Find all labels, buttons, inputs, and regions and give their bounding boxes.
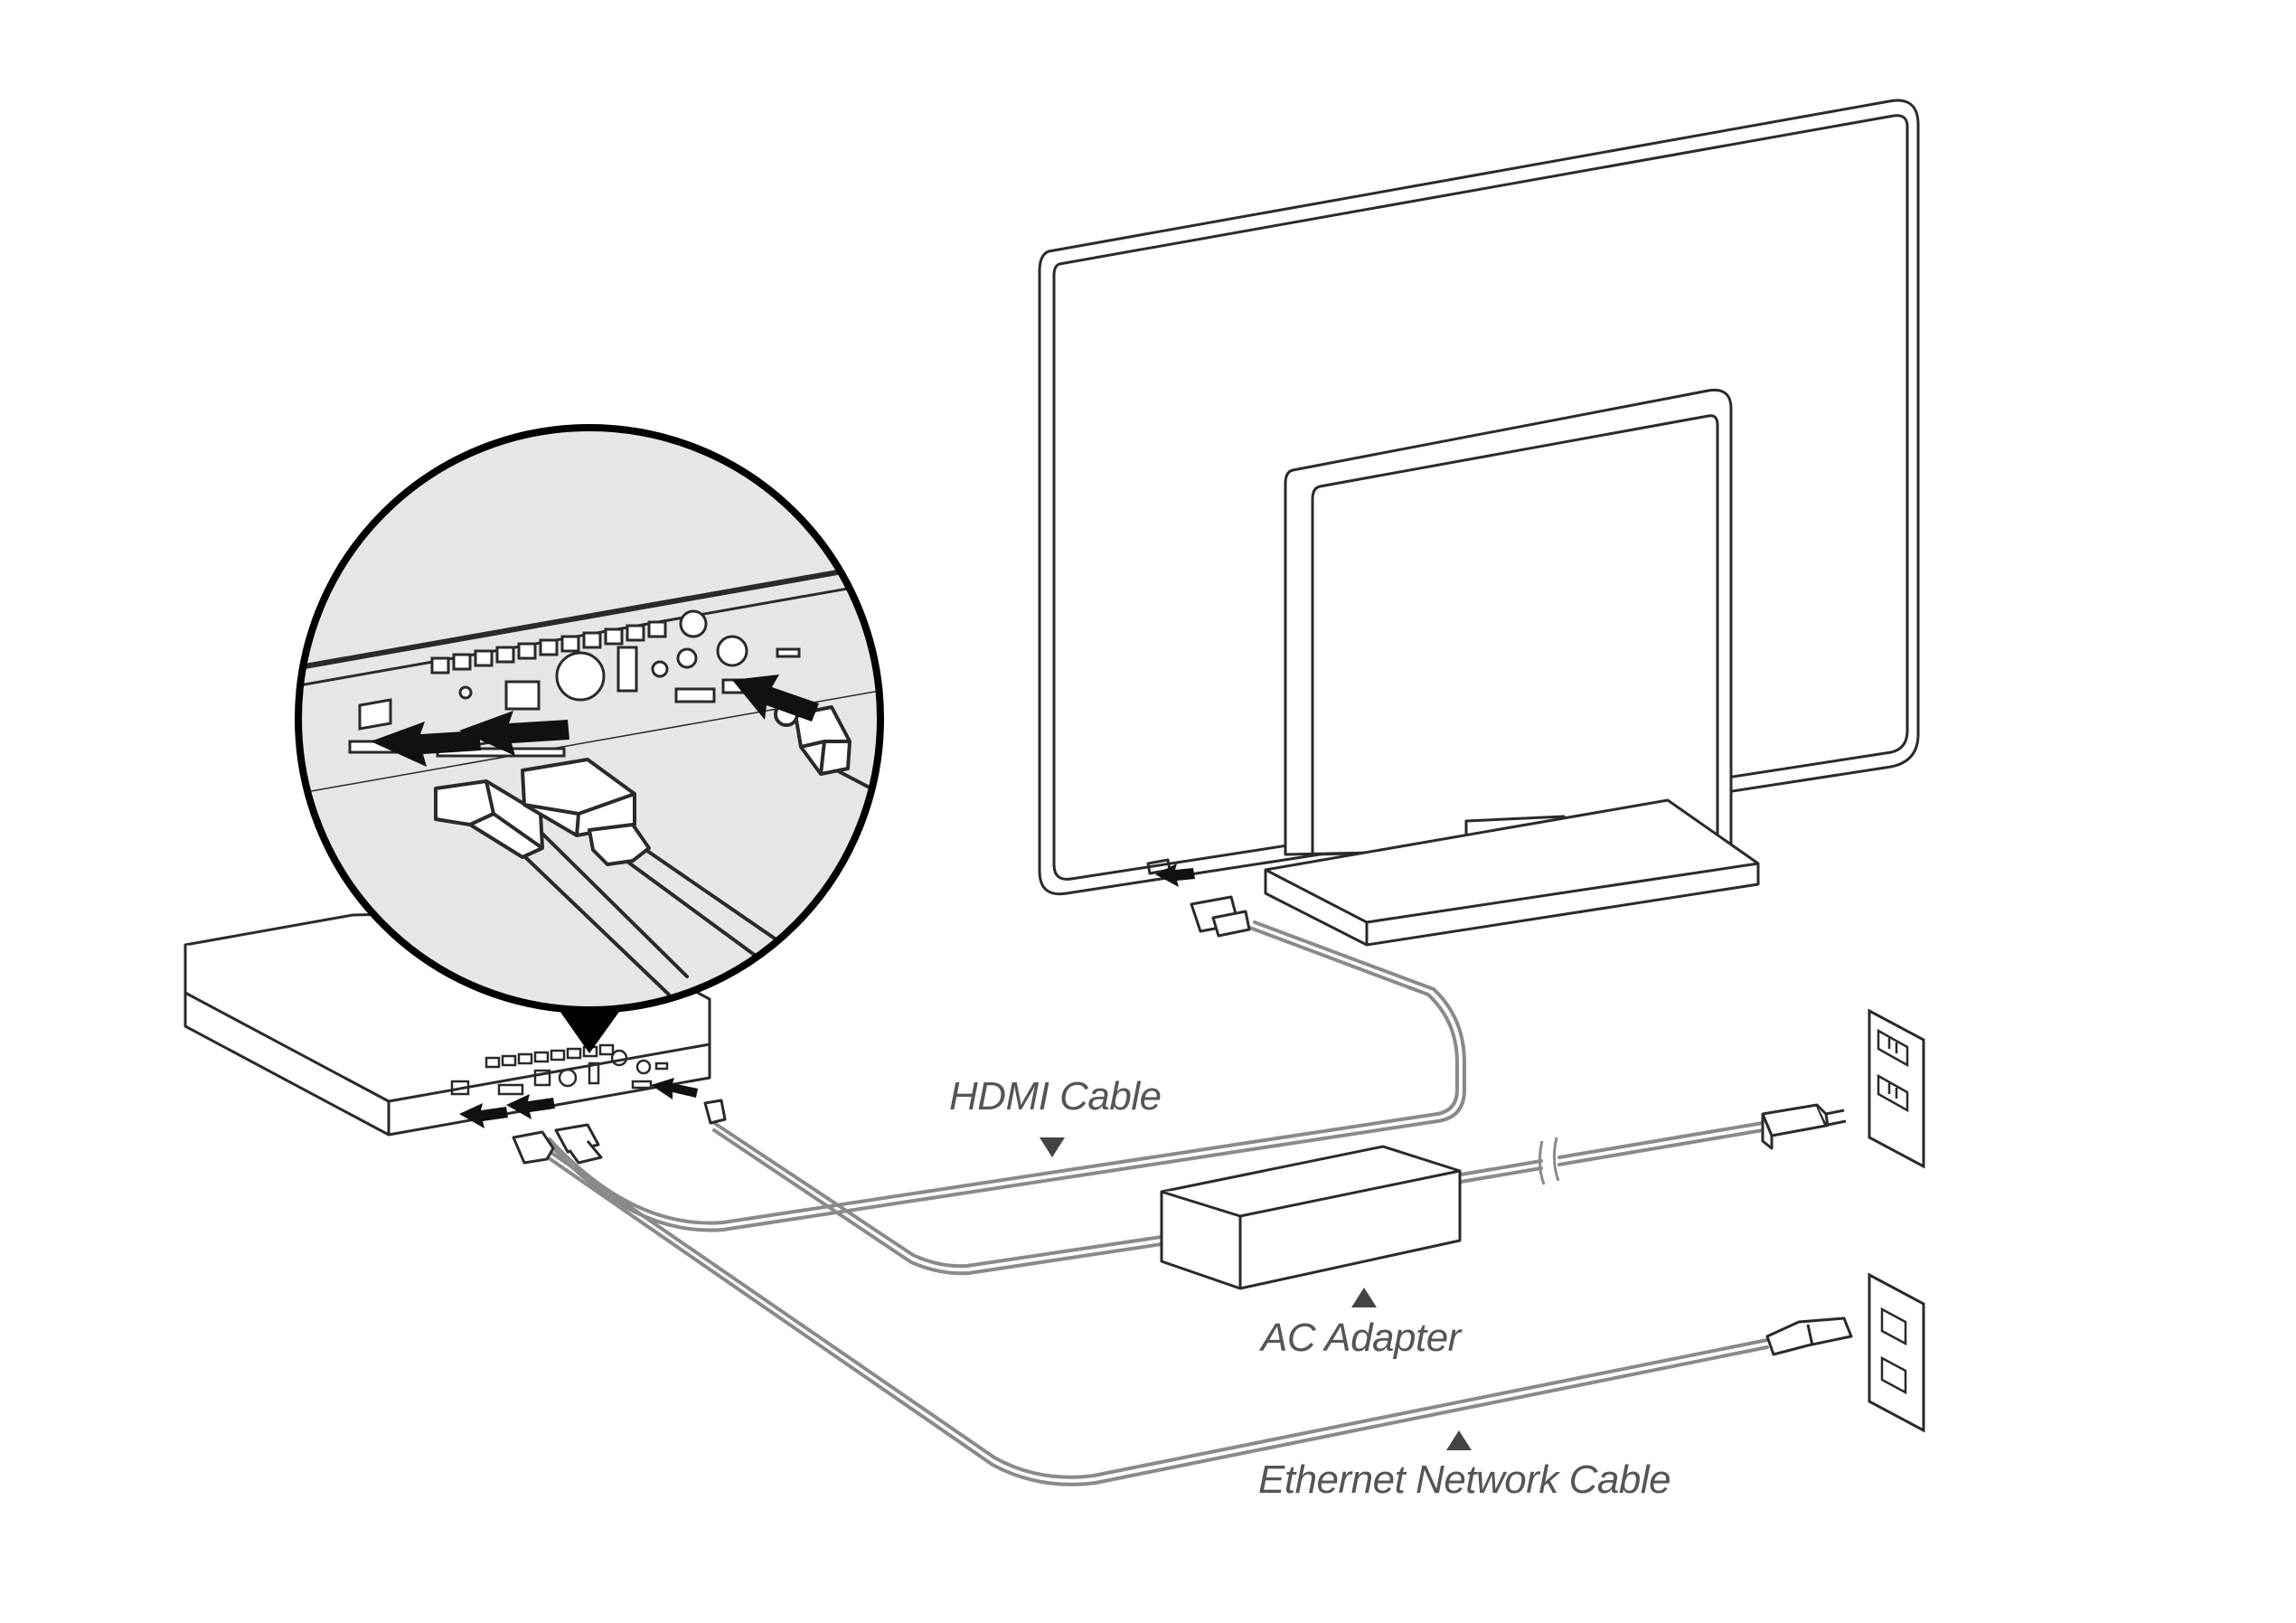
- network-wall-jack: [1868, 1272, 1925, 1433]
- ac-power-cord: [1454, 1159, 1543, 1177]
- zoom-inset: [295, 424, 884, 1014]
- ac-adapter-label: AC Adapter: [1261, 1316, 1461, 1360]
- box-power-plug: [703, 1099, 727, 1125]
- box-rear-port-row: [485, 1043, 615, 1069]
- dc-power-cable: [712, 1121, 1163, 1269]
- hdmi-cable-label: HDMI Cable: [949, 1074, 1162, 1118]
- ethernet-cable: [541, 1145, 1769, 1479]
- ac-plug: [1761, 1103, 1828, 1150]
- ethernet-cable-pointer: [1446, 1430, 1472, 1450]
- tv-monitor: [1038, 99, 1920, 947]
- ac-adapter-brick: [1160, 1145, 1462, 1290]
- ac-adapter-pointer: [1351, 1288, 1377, 1307]
- ethernet-cable-label: Ethernet Network Cable: [1258, 1458, 1671, 1502]
- power-outlet: [1868, 1008, 1925, 1169]
- hdmi-cable-pointer: [1040, 1137, 1065, 1157]
- box-ethernet-plug: [512, 1130, 555, 1165]
